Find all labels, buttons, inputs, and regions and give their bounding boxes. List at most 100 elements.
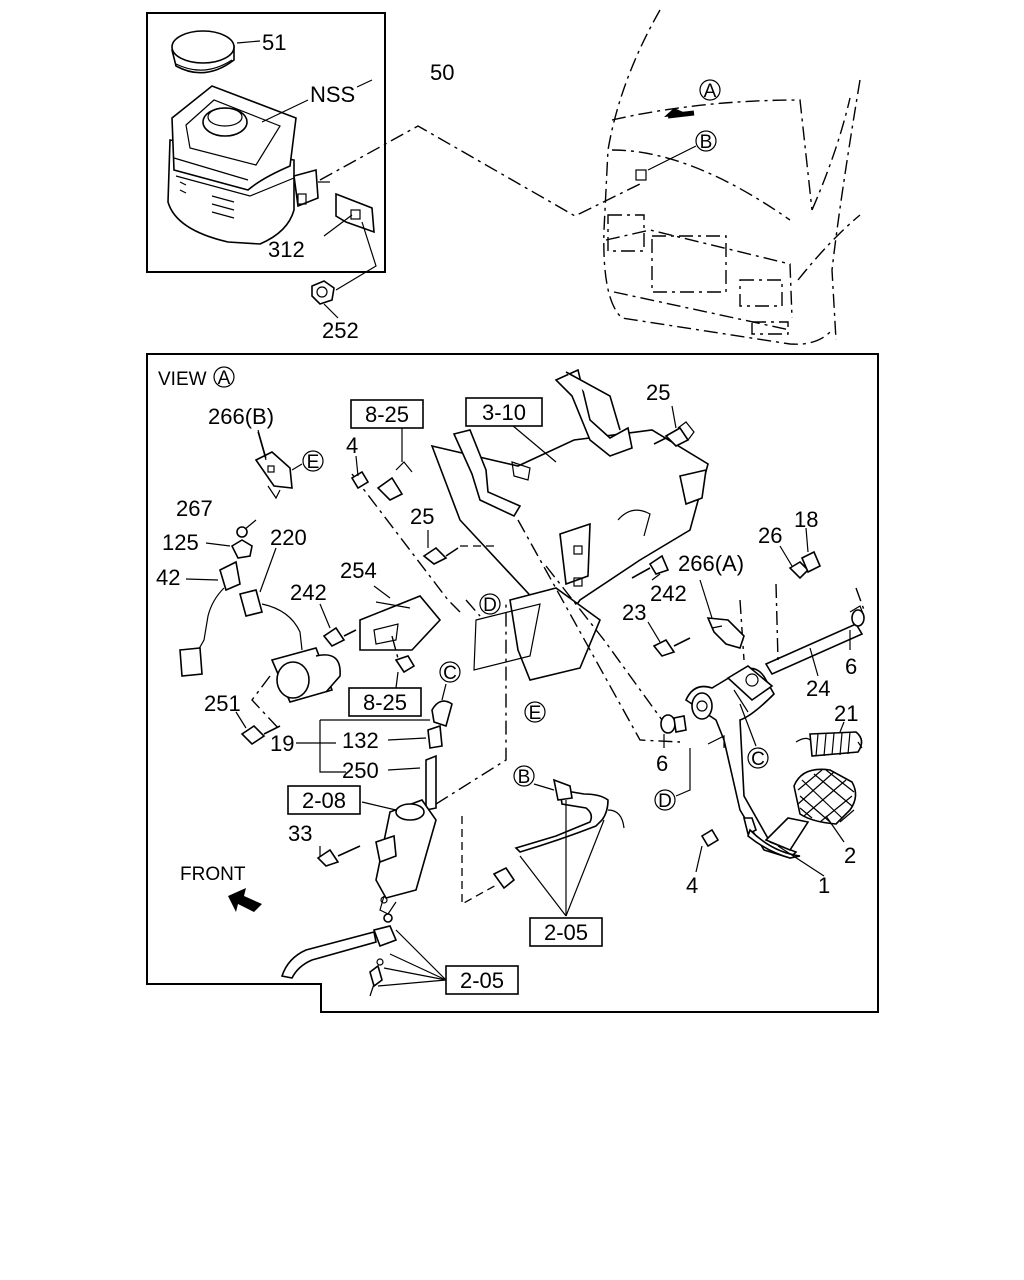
callout-e-left: E bbox=[302, 450, 324, 473]
svg-text:8-25: 8-25 bbox=[363, 690, 407, 715]
label-part-220: 220 bbox=[270, 525, 307, 550]
label-part-nss: NSS bbox=[310, 82, 355, 107]
label-part-1: 1 bbox=[818, 873, 830, 898]
master-cylinder bbox=[375, 799, 437, 915]
bolt-242-right bbox=[631, 554, 670, 579]
svg-text:C: C bbox=[443, 663, 457, 684]
label-part-251: 251 bbox=[204, 691, 241, 716]
bolt-4-bottom bbox=[700, 828, 720, 848]
label-part-266b: 266(B) bbox=[208, 404, 274, 429]
label-part-266a: 266(A) bbox=[678, 551, 744, 576]
reservoir-cap bbox=[171, 30, 235, 74]
label-part-50: 50 bbox=[430, 60, 454, 85]
label-part-18: 18 bbox=[794, 507, 818, 532]
ref-box-2-05-right: 2-05 bbox=[529, 917, 603, 947]
label-part-4-bottom: 4 bbox=[686, 873, 698, 898]
label-part-26: 26 bbox=[758, 523, 782, 548]
screw-8-25 bbox=[376, 461, 413, 501]
label-part-254: 254 bbox=[340, 558, 377, 583]
pedal-bracket bbox=[430, 368, 709, 681]
callout-e-mid: E bbox=[524, 701, 546, 724]
svg-text:3-10: 3-10 bbox=[482, 400, 526, 425]
bolt-251 bbox=[240, 724, 281, 746]
return-spring bbox=[795, 731, 863, 757]
view-arrow-shaft bbox=[667, 110, 695, 119]
callout-a-top: A bbox=[699, 79, 721, 102]
label-part-33: 33 bbox=[288, 821, 312, 846]
front-arrow-icon bbox=[228, 888, 262, 912]
svg-text:E: E bbox=[529, 703, 542, 724]
svg-text:D: D bbox=[658, 791, 672, 812]
ref-box-8-25-top: 8-25 bbox=[350, 399, 424, 429]
label-part-4-top: 4 bbox=[346, 433, 358, 458]
label-part-312: 312 bbox=[268, 237, 305, 262]
callout-b-view: B bbox=[513, 765, 535, 788]
nut-252 bbox=[311, 280, 335, 305]
svg-text:2-08: 2-08 bbox=[302, 788, 346, 813]
label-part-23: 23 bbox=[622, 600, 646, 625]
clutch-pedal-arm bbox=[684, 665, 798, 859]
washer-267 bbox=[236, 526, 248, 538]
harness-220 bbox=[239, 589, 303, 651]
label-part-252: 252 bbox=[322, 318, 359, 343]
front-label: FRONT bbox=[180, 864, 246, 885]
label-part-19: 19 bbox=[270, 731, 294, 756]
pedal-foot-plate bbox=[764, 817, 810, 851]
label-part-51: 51 bbox=[262, 30, 286, 55]
label-part-132: 132 bbox=[342, 728, 379, 753]
svg-text:B: B bbox=[700, 132, 713, 153]
nut-8-25 bbox=[394, 655, 416, 674]
nut-18 bbox=[800, 550, 822, 574]
svg-text:C: C bbox=[751, 749, 765, 770]
callout-c-left: C bbox=[439, 661, 461, 684]
reservoir-hose bbox=[492, 778, 625, 890]
svg-text:A: A bbox=[704, 81, 717, 102]
label-part-2: 2 bbox=[844, 843, 856, 868]
pedal-shaft bbox=[764, 605, 865, 676]
washer-6-left bbox=[660, 714, 687, 734]
callout-d-mid: D bbox=[479, 593, 501, 616]
clip-266b bbox=[254, 451, 293, 500]
label-part-6-left: 6 bbox=[656, 751, 668, 776]
reservoir-tank bbox=[167, 85, 319, 245]
svg-text:2-05: 2-05 bbox=[460, 968, 504, 993]
label-part-250: 250 bbox=[342, 758, 379, 783]
svg-text:8-25: 8-25 bbox=[365, 402, 409, 427]
svg-text:B: B bbox=[518, 767, 531, 788]
svg-text:2-05: 2-05 bbox=[544, 920, 588, 945]
view-title-ref: A bbox=[213, 366, 235, 389]
pushrod-clevis bbox=[425, 700, 453, 811]
ref-box-8-25-mid: 8-25 bbox=[348, 687, 422, 717]
nut-125 bbox=[230, 539, 253, 559]
svg-text:D: D bbox=[483, 595, 497, 616]
label-part-125: 125 bbox=[162, 530, 199, 555]
reservoir-location-leader bbox=[319, 125, 645, 217]
callout-d-right: D bbox=[654, 789, 676, 812]
clip-266a bbox=[706, 617, 745, 649]
reservoir-inset-frame bbox=[146, 12, 386, 273]
label-part-242-left: 242 bbox=[290, 580, 327, 605]
bolt-33 bbox=[316, 845, 361, 867]
pedal-pad bbox=[793, 768, 857, 825]
switch-42 bbox=[179, 560, 241, 677]
label-part-267: 267 bbox=[176, 496, 213, 521]
callout-c-right: C bbox=[747, 747, 769, 770]
reservoir-inset: 51 NSS 50 312 252 bbox=[146, 12, 454, 343]
view-title: VIEW bbox=[158, 369, 207, 390]
clutch-switch-assembly bbox=[270, 595, 442, 703]
truck-cab-outline bbox=[603, 9, 861, 345]
bracket-312 bbox=[335, 192, 375, 234]
label-part-42: 42 bbox=[156, 565, 180, 590]
label-part-25-mid: 25 bbox=[410, 504, 434, 529]
ref-box-2-05-left: 2-05 bbox=[445, 965, 519, 995]
bolt-25-top bbox=[653, 421, 695, 447]
callout-b-top: B bbox=[695, 130, 717, 153]
label-part-24: 24 bbox=[806, 676, 830, 701]
bolt-4-top bbox=[350, 470, 370, 490]
svg-text:A: A bbox=[218, 368, 231, 389]
bolt-23 bbox=[652, 637, 691, 657]
lower-pipe bbox=[280, 913, 398, 997]
label-part-25-top: 25 bbox=[646, 380, 670, 405]
bolt-242-left bbox=[322, 626, 357, 648]
label-part-242-right: 242 bbox=[650, 581, 687, 606]
